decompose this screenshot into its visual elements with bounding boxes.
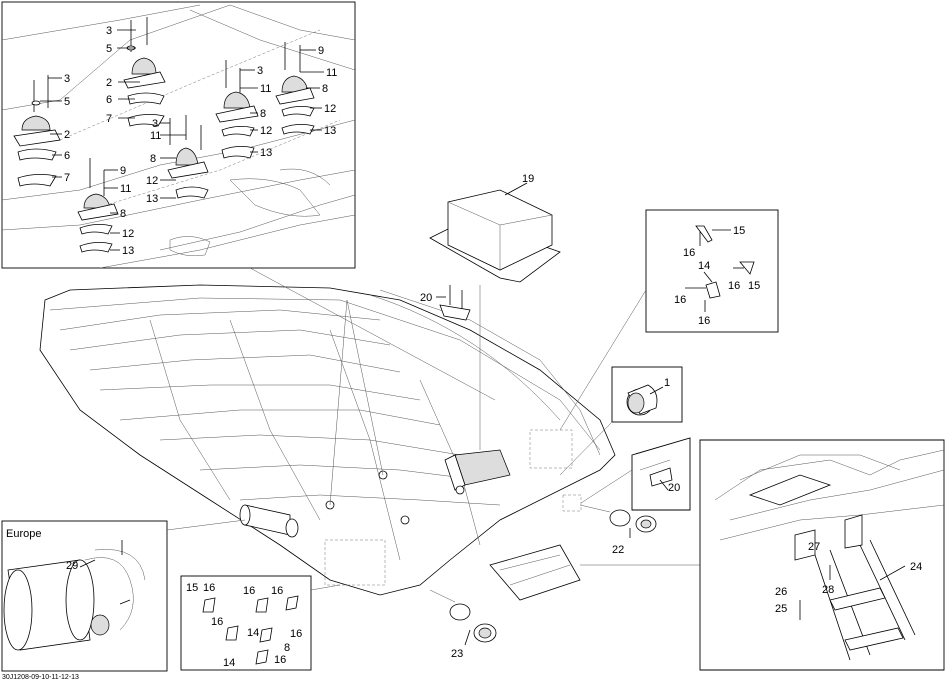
callout-16: 16 [271,585,283,597]
drain-plug-part-20-bottom: 23 [429,589,497,660]
drain-plug-part-20-right: 22 [579,504,657,556]
mount-rear-center [215,60,259,159]
callout-14: 14 [223,657,235,669]
part-1-detail: 1 [611,366,683,423]
storage-box-part-17: 19 [429,173,561,450]
callout-14: 14 [247,627,259,639]
callout-24: 26 [775,586,787,598]
callout-7: 7 [64,172,70,184]
callout-8: 8 [260,108,266,120]
callout-12: 12 [324,103,336,115]
callout-16: 16 [243,585,255,597]
hull-main-view [39,284,616,601]
callout-16: 16 [290,628,302,640]
callout-11: 11 [150,130,161,142]
callout-5: 5 [64,96,70,108]
callout-16: 16 [683,247,695,259]
mount-front-left [13,75,61,187]
engine-mount-detail: 3 5 2 6 7 3 5 2 6 7 9 11 8 12 13 3 11 8 … [1,1,356,269]
callout-11: 11 [120,183,131,195]
mount-rear-right [275,42,315,135]
part-19-group: 20 [420,285,471,321]
callout-15: 8 [284,642,290,654]
callout-16: 16 [698,315,710,327]
callout-18: 20 [668,482,680,494]
callout-12: 12 [122,228,134,240]
callout-16: 16 [203,582,215,594]
callout-6: 6 [106,94,112,106]
callout-1: 1 [664,377,670,389]
callout-20: 23 [451,648,463,660]
callout-23: 25 [775,603,787,615]
callout-3: 3 [152,118,158,130]
callout-13: 13 [324,125,336,137]
callout-15: 15 [733,225,745,237]
engine-mount-leaders [40,29,324,251]
detail-connector-lines [249,267,647,506]
callout-8: 8 [150,153,156,165]
europe-muffler-detail: Europe 29 [1,519,246,672]
callout-17: 19 [522,173,534,185]
callout-16: 16 [274,654,286,666]
callout-15: 15 [186,582,198,594]
callout-14: 14 [698,260,710,272]
callout-6: 6 [64,150,70,162]
callout-16: 16 [674,294,686,306]
clip-detail-bottom: 15 16 16 16 16 14 16 8 14 16 [180,575,341,671]
callout-8: 8 [322,83,328,95]
callout-8: 8 [120,208,126,220]
callout-22: 24 [910,561,922,573]
callout-11: 11 [326,67,337,79]
part-18-detail: 20 [580,437,691,511]
clip-detail-top-right: 15 16 14 16 16 16 15 [645,209,779,333]
engine-mount-callouts: 3 5 2 6 7 3 5 2 6 7 9 11 8 12 13 3 11 8 … [64,25,337,257]
boarding-ladder-detail: 26 25 27 28 24 [580,439,945,671]
callout-5: 5 [106,43,112,55]
callout-7: 7 [106,113,112,125]
callout-9: 9 [318,45,324,57]
callout-13: 13 [146,193,158,205]
callout-16: 16 [728,280,740,292]
europe-title: Europe [6,528,41,540]
callout-19: 20 [420,292,432,304]
callout-3: 3 [64,73,70,85]
callout-13: 13 [122,245,134,257]
callout-27: 29 [66,560,78,572]
callout-12: 12 [146,175,158,187]
callout-16: 16 [211,616,223,628]
reference-code: 30J1208-09-10-11-12-13 [2,674,79,681]
callout-25: 27 [808,541,820,553]
callout-20: 22 [612,544,624,556]
callout-12: 12 [260,125,272,137]
callout-26: 28 [822,584,834,596]
callout-2: 2 [64,129,70,141]
callout-3: 3 [106,25,112,37]
callout-13: 13 [260,147,272,159]
callout-11: 11 [260,83,271,95]
callout-3: 3 [257,65,263,77]
mount-bottom-left [77,158,119,253]
callout-2: 2 [106,77,112,89]
callout-15: 15 [748,280,760,292]
mount-rear-left [167,115,209,199]
callout-9: 9 [120,165,126,177]
mount-front-right [123,17,166,127]
